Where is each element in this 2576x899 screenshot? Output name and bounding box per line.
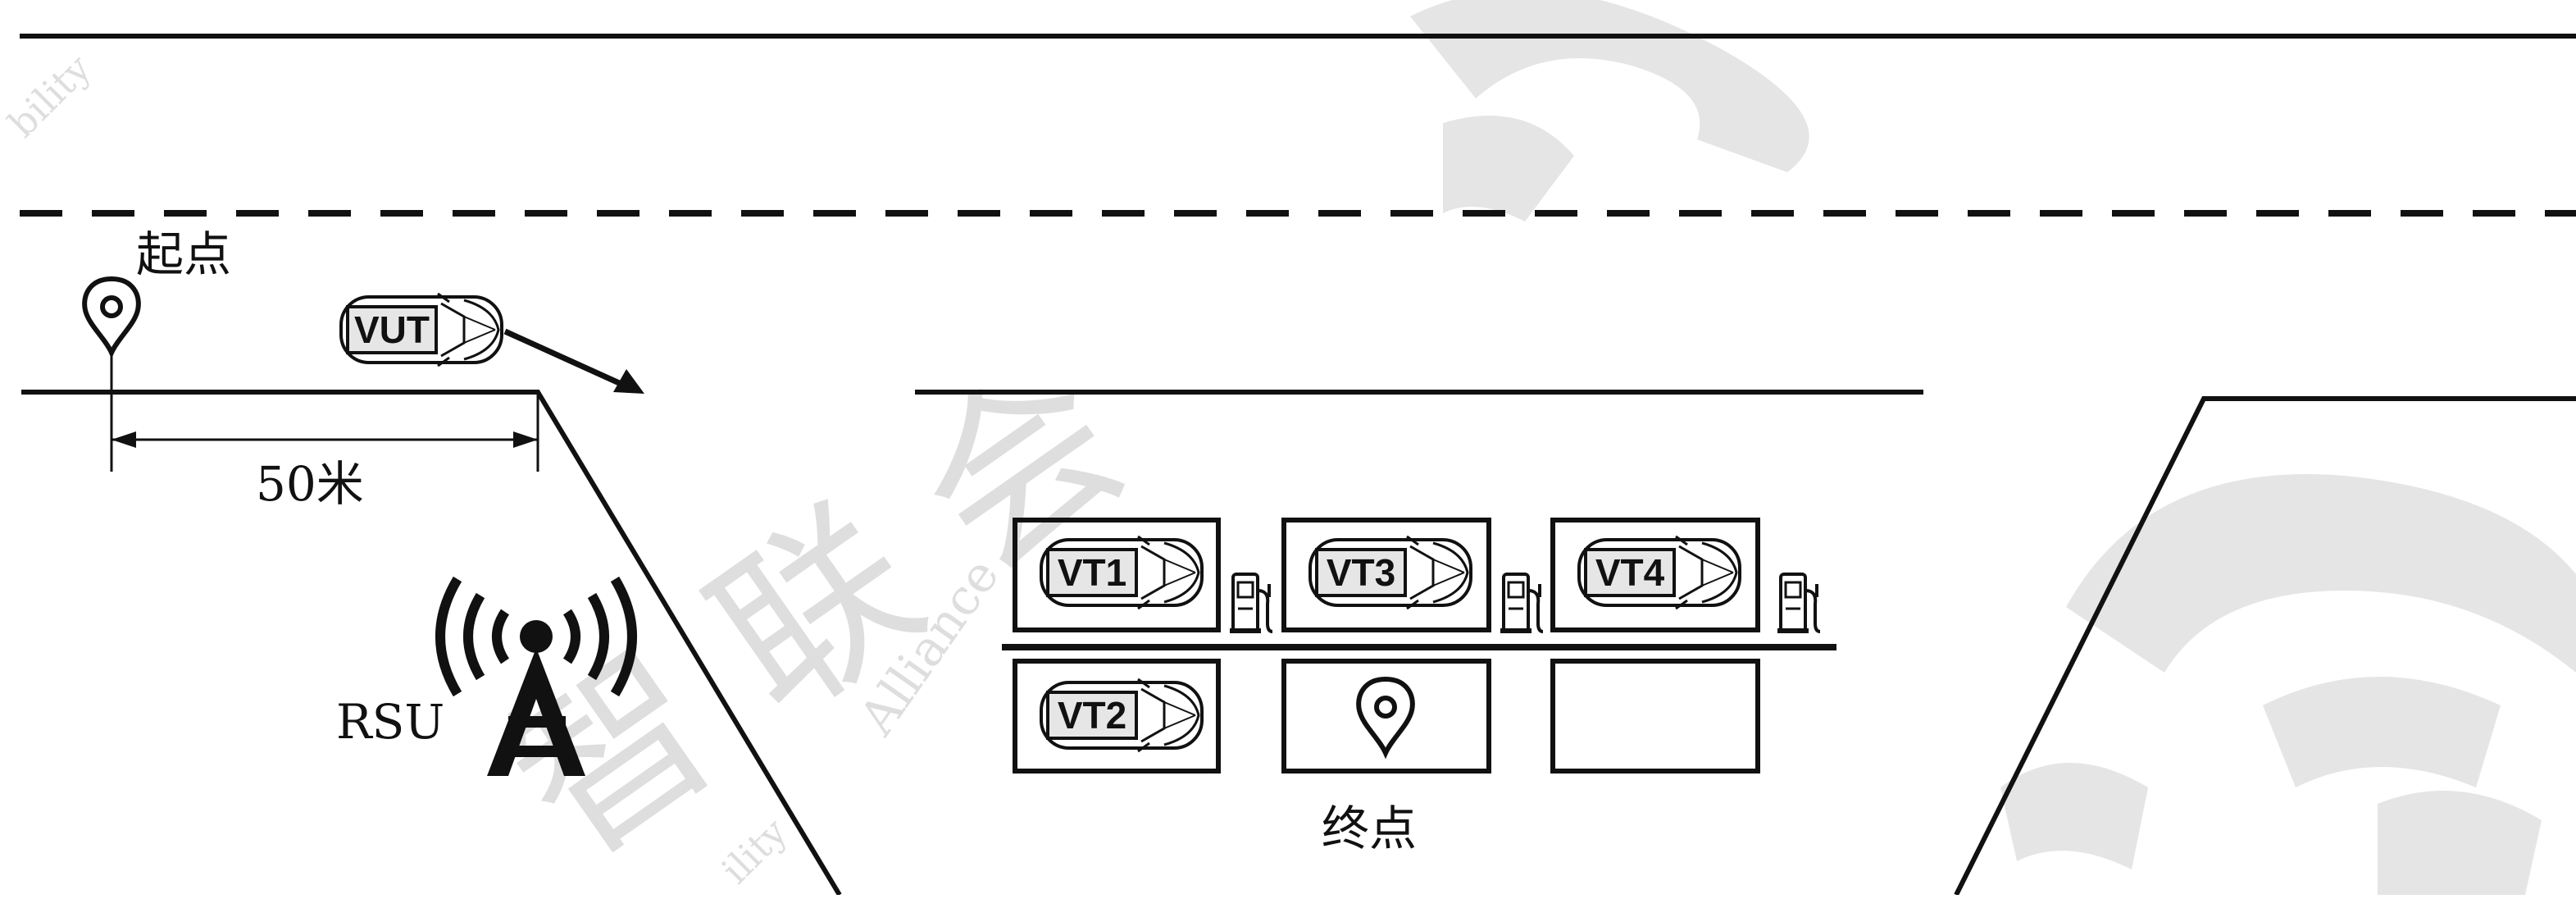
rsu-antenna-icon: [435, 576, 637, 776]
parking-space-2: [1013, 659, 1221, 774]
parking-space-4: [1550, 518, 1760, 632]
watermark-text-bility: bility: [0, 46, 99, 146]
vt4-vehicle: VT4: [1577, 535, 1741, 610]
start-location-icon: [84, 279, 139, 353]
charger-2-icon: [1499, 573, 1545, 635]
vt4-label: VT4: [1595, 551, 1665, 594]
parking-space-empty: [1550, 659, 1760, 774]
end-location-icon: [1359, 679, 1413, 753]
vut-label: VUT: [354, 308, 430, 351]
road-right-edge: [1954, 396, 2576, 897]
vt2-label: VT2: [1058, 694, 1126, 737]
parking-space-3: [1281, 518, 1491, 632]
vt1-vehicle: VT1: [1040, 535, 1204, 610]
end-label: 终点: [1322, 801, 1417, 856]
vt3-label: VT3: [1327, 551, 1395, 594]
charger-3-icon: [1776, 573, 1822, 635]
distance-arrow-right: [513, 431, 538, 448]
distance-label: 50米: [256, 456, 364, 512]
parking-space-1: [1013, 518, 1221, 632]
vt2-vehicle: VT2: [1040, 678, 1204, 753]
start-label: 起点: [136, 226, 231, 282]
watermark-logo-top: [1410, 0, 1809, 221]
charger-1-icon: [1228, 573, 1274, 635]
vut-arrowhead: [613, 369, 644, 394]
rsu-label: RSU: [336, 694, 444, 750]
vut-vehicle: VUT: [339, 292, 503, 367]
vt3-vehicle: VT3: [1308, 535, 1472, 610]
distance-arrow-left: [112, 431, 136, 448]
watermark-logo-right: [2000, 474, 2576, 895]
vt1-label: VT1: [1058, 551, 1126, 594]
vut-direction-arrow: [503, 328, 626, 389]
watermark-text-cn: 智 联 会: [474, 326, 1161, 895]
watermark-text-ility: ility: [713, 810, 796, 892]
parking-space-target: [1281, 659, 1491, 774]
